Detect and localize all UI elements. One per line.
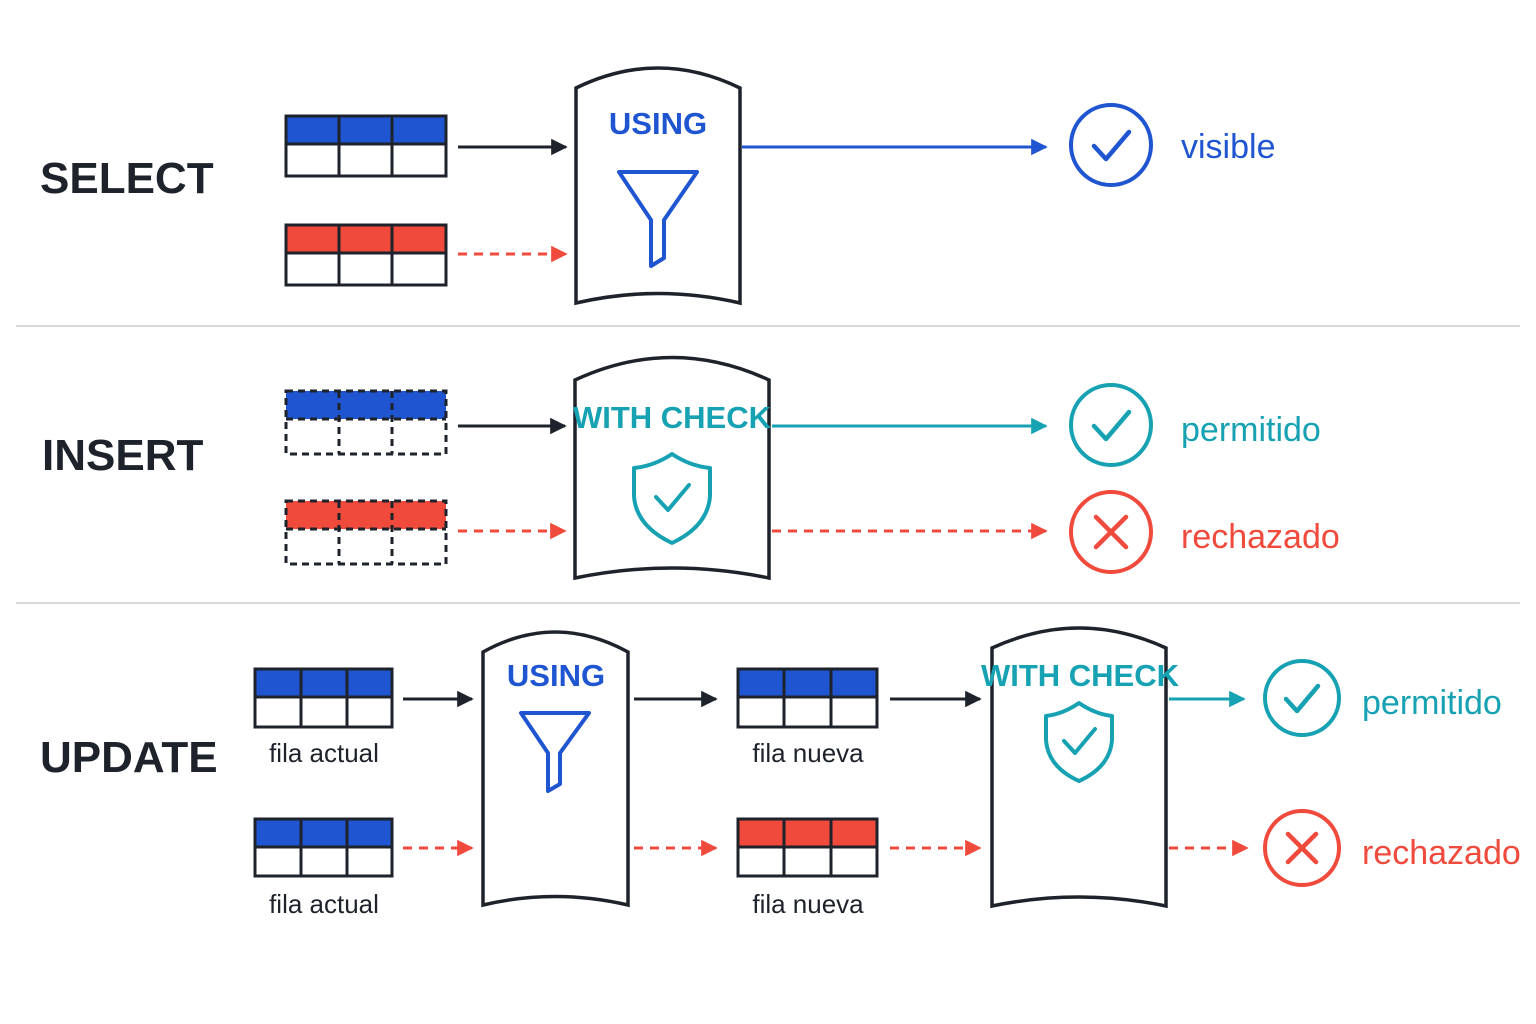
update-new-row-caption-bottom: fila nueva <box>752 889 864 919</box>
update-current-row-caption-bottom: fila actual <box>269 889 379 919</box>
check-circle-icon <box>1069 383 1153 467</box>
update-new-row-top <box>736 667 879 729</box>
x-circle-icon <box>1069 490 1153 574</box>
select-row-allowed <box>284 114 448 178</box>
update-new-row-caption-top: fila nueva <box>752 738 864 768</box>
check-circle-icon <box>1263 659 1341 737</box>
insert-pass-label: permitido <box>1181 411 1321 449</box>
update-current-row-caption-top: fila actual <box>269 738 379 768</box>
update-check-box <box>990 626 1168 909</box>
update-using-box <box>481 630 630 908</box>
check-circle-icon <box>1069 103 1153 187</box>
update-with-check-label: WITH CHECK <box>981 658 1180 693</box>
shield-check-icon <box>632 452 712 545</box>
update-fail-label: rechazado <box>1362 834 1521 872</box>
insert-check-box <box>573 355 771 581</box>
shield-check-icon <box>1044 701 1114 783</box>
x-circle-icon <box>1263 809 1341 887</box>
insert-label: INSERT <box>42 431 203 480</box>
insert-section: INSERT WITH CHECK <box>42 355 1340 581</box>
update-using-label: USING <box>507 658 605 693</box>
select-using-label: USING <box>609 106 707 141</box>
update-section: UPDATE fila actual fila actual USING <box>40 626 1521 919</box>
update-current-row-bottom <box>253 817 394 878</box>
update-current-row-top <box>253 667 394 729</box>
insert-fail-label: rechazado <box>1181 518 1340 556</box>
funnel-icon <box>617 170 699 268</box>
select-row-filtered <box>284 223 448 287</box>
insert-with-check-label: WITH CHECK <box>573 400 772 435</box>
update-label: UPDATE <box>40 733 218 782</box>
select-using-box <box>574 66 742 306</box>
insert-row-rejected <box>284 499 448 566</box>
select-result-label: visible <box>1181 128 1275 166</box>
funnel-icon <box>519 711 591 793</box>
update-new-row-bottom <box>736 817 879 878</box>
select-label: SELECT <box>40 154 214 203</box>
insert-row-allowed <box>284 389 448 456</box>
update-pass-label: permitido <box>1362 684 1502 722</box>
select-section: SELECT USING visible <box>40 66 1275 306</box>
